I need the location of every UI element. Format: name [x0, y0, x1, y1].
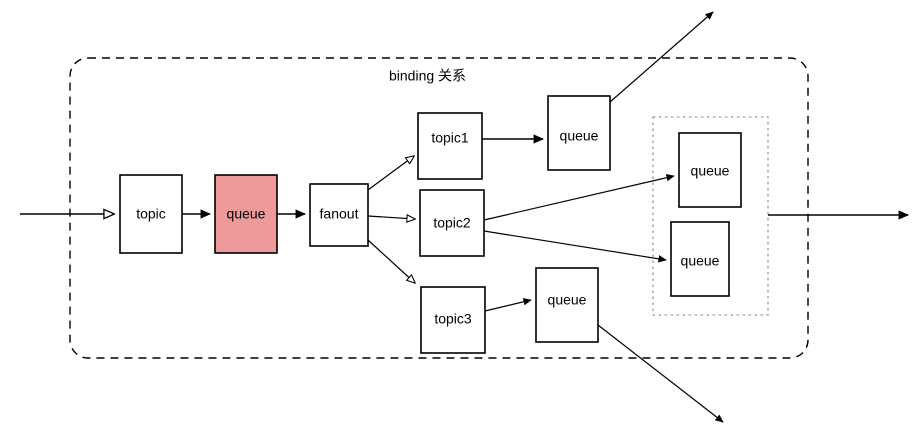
node-queue0[interactable]: queue — [214, 174, 278, 254]
node-topic-label: topic — [136, 206, 166, 222]
edge-fanout-to-topic3 — [367, 239, 415, 283]
node-topic1-box[interactable] — [417, 112, 483, 180]
node-fanout[interactable]: fanout — [309, 183, 369, 247]
node-topic3-box[interactable] — [420, 286, 486, 354]
node-topic3[interactable]: topic3 — [420, 286, 486, 354]
node-fanout-box[interactable] — [309, 183, 369, 247]
node-fanout-label: fanout — [320, 206, 359, 222]
node-queue4-box[interactable] — [535, 267, 599, 343]
node-topic2-label: topic2 — [433, 215, 471, 231]
node-topic-box[interactable] — [119, 174, 183, 254]
node-queue2-box[interactable] — [678, 132, 742, 208]
node-queue0-box[interactable] — [214, 174, 278, 254]
node-topic1-label: topic1 — [431, 130, 469, 146]
edge-topic3-to-queue4 — [484, 298, 532, 312]
node-queue1[interactable]: queue — [547, 95, 611, 171]
node-queue2-label: queue — [691, 163, 730, 179]
edge-fanout-to-topic1 — [367, 156, 414, 191]
node-queue1-box[interactable] — [547, 95, 611, 171]
edge-queue1-to-external-top-right — [609, 11, 714, 103]
node-queue3-box[interactable] — [670, 221, 730, 297]
node-topic3-label: topic3 — [434, 311, 472, 327]
node-queue1-label: queue — [560, 128, 599, 144]
node-queue3[interactable]: queue — [670, 221, 730, 297]
node-queue0-label: queue — [227, 206, 266, 222]
edge-topic2-to-queue2 — [483, 174, 675, 221]
node-topic2[interactable]: topic2 — [419, 189, 485, 257]
edge-topic2-to-queue3 — [483, 230, 667, 263]
broker-boundary — [69, 57, 809, 359]
node-queue4-label: queue — [548, 292, 587, 308]
edge-queue4-to-external-bottom-right — [597, 324, 724, 423]
node-queue4[interactable]: queue — [535, 267, 599, 343]
node-topic[interactable]: topic — [119, 174, 183, 254]
edge-fanout-to-topic2 — [367, 216, 415, 219]
node-topic1[interactable]: topic1 — [417, 112, 483, 180]
node-queue2[interactable]: queue — [678, 132, 742, 208]
node-topic2-box[interactable] — [419, 189, 485, 257]
node-queue3-label: queue — [681, 253, 720, 269]
binding-caption: binding 关系 — [389, 68, 466, 84]
